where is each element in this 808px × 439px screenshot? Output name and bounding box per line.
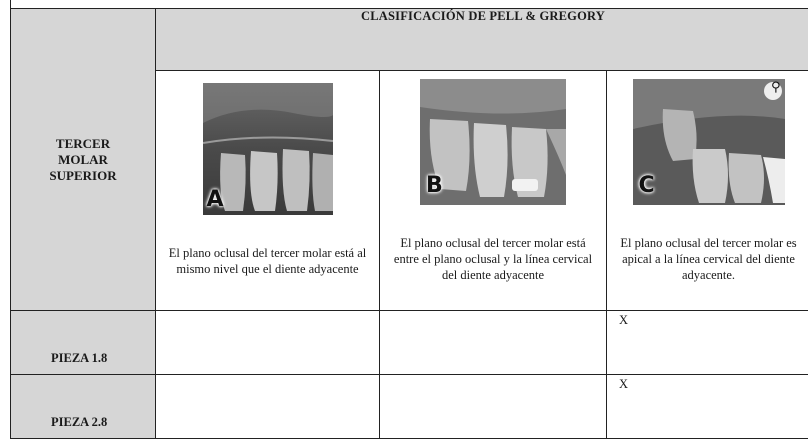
piece-label: PIEZA 1.8 (11, 311, 156, 375)
class-a-description: El plano oclusal del tercer molar está a… (156, 245, 379, 277)
class-b-cell: B El plano oclusal del tercer molar está… (380, 71, 607, 311)
xray-c-image: ⚲ C (633, 79, 785, 205)
piece-mark-cell: X (607, 311, 808, 375)
piece-mark-cell (380, 311, 607, 375)
row-header-cell: TERCER MOLAR SUPERIOR (11, 9, 156, 311)
piece-mark-cell (156, 311, 380, 375)
piece-mark-cell (156, 375, 380, 439)
class-a-letter: A (207, 189, 224, 211)
table-title: CLASIFICACIÓN DE PELL & GREGORY (156, 9, 808, 71)
piece-mark-cell (380, 375, 607, 439)
xray-a-image: A (203, 83, 333, 215)
piece-mark-cell: X (607, 375, 808, 439)
class-a-cell: A El plano oclusal del tercer molar está… (156, 71, 380, 311)
female-symbol-icon: ⚲ (771, 80, 781, 95)
class-c-letter: C (639, 175, 655, 197)
class-c-cell: ⚲ C El plano oclusal del tercer molar es… (607, 71, 808, 311)
piece-label: PIEZA 2.8 (11, 375, 156, 439)
class-b-letter: B (426, 175, 443, 197)
pell-gregory-table: TERCER MOLAR SUPERIOR CLASIFICACIÓN DE P… (10, 8, 808, 439)
row-header-label: TERCER MOLAR SUPERIOR (43, 136, 123, 184)
class-c-description: El plano oclusal del tercer molar es api… (607, 235, 808, 283)
class-b-description: El plano oclusal del tercer molar está e… (380, 235, 606, 283)
xray-b-image: B (420, 79, 566, 205)
